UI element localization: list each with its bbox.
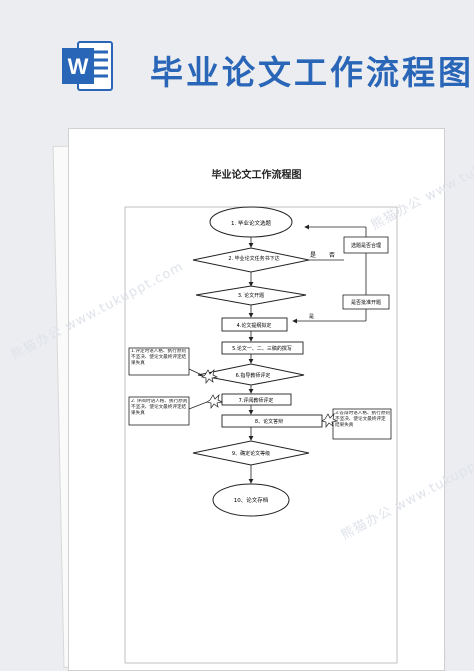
note-left-1 (128, 347, 190, 376)
note-left-2-label: 2. 评阅时语人格、执行原则不坚决、使论文最终评定结果失真 (131, 399, 188, 416)
document-title: 毕业论文工作流程图 (211, 170, 302, 181)
flowchart: 1. 毕业论文选题 2. 毕业论文任务书下达 是 否 选题是否合理 3. 论文开… (124, 206, 398, 664)
box-check-topic-label: 选题是否合理 (351, 242, 381, 249)
banner: W 毕业论文工作流程图 (0, 0, 474, 110)
label-yes-2: 是 (309, 314, 314, 320)
box-defense-label: 8、论文答辩 (255, 418, 283, 425)
banner-title: 毕业论文工作流程图 (150, 53, 474, 92)
document-page: 毕业论文工作流程图 1. 毕业论文选题 2. 毕业论文任务书下达 是 否 选题是… (68, 128, 445, 671)
node-confirm-grade-label: 9、确定论文等级 (232, 450, 270, 457)
box-writing (221, 341, 304, 355)
box-approve-proposal-label: 是否批准开题 (351, 299, 381, 306)
node-archive (212, 483, 290, 517)
word-icon: W (62, 41, 113, 91)
logo-letter: W (68, 54, 89, 79)
node-task-decision-label: 2. 毕业论文任务书下达 (228, 255, 279, 262)
burst-icon (206, 393, 224, 410)
box-reviewer-review (221, 393, 292, 406)
label-no: 否 (329, 252, 335, 259)
box-outline (221, 317, 288, 332)
box-outline-label: 4.论文提纲拟定 (237, 322, 272, 329)
burst-icon (321, 412, 339, 429)
box-reviewer-review-label: 7.评阅教师评定 (239, 397, 274, 404)
node-advisor-review-label: 6.指导教师评定 (236, 372, 271, 379)
node-archive-label: 10、论文存档 (234, 496, 269, 504)
note-left-2 (128, 396, 190, 426)
label-yes: 是 (310, 252, 316, 259)
box-writing-label: 5.论文一、二、三稿的撰写 (232, 345, 292, 352)
note-right-3-label: 3.答辩时语人格、执行原则不坚决、使论文最终评定结果失真 (335, 411, 390, 428)
note-left-1-label: 1.评定时语人格、执行原则不坚决、使论文最终评定结果失真 (131, 349, 187, 366)
note-right-3 (332, 408, 392, 440)
burst-icon (201, 368, 219, 385)
node-start-label: 1. 毕业论文选题 (231, 219, 271, 227)
node-proposal-label: 3. 论文开题 (238, 292, 264, 299)
